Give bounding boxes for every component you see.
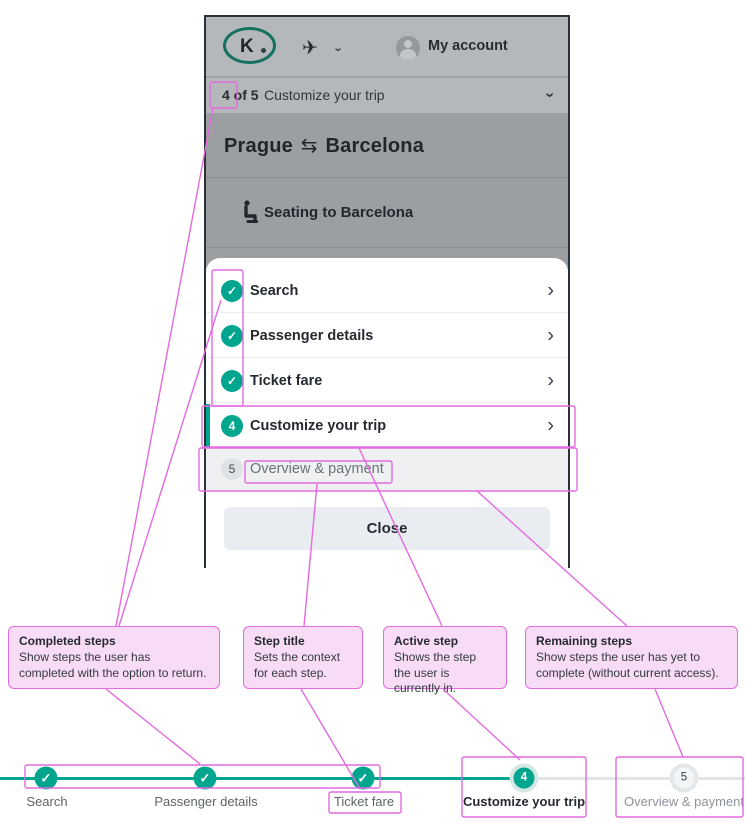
progress-node-search: ✓ (34, 766, 58, 790)
chevron-right-icon: › (547, 279, 554, 301)
callout-active-step: Active step Shows the step the user is c… (383, 626, 507, 695)
swap-arrows-icon: ⇆ (300, 135, 318, 157)
kiwi-logo-letter: K (240, 36, 254, 57)
divider (206, 357, 568, 358)
progress-label: Search (26, 794, 68, 809)
chevron-down-icon[interactable]: › (541, 92, 559, 98)
step-row-overview-payment: 5 Overview & payment (206, 447, 568, 490)
progress-node-overview-payment: 5 (669, 763, 699, 793)
progress-line-completed (0, 777, 524, 780)
phone-mockup: K ✈ › My account 4 of 5 Customize your t… (204, 15, 570, 568)
callout-body: Show steps the user has completed with t… (19, 650, 207, 680)
step-label: Customize your trip (250, 417, 387, 434)
callout-title: Active step (394, 634, 459, 648)
annotation-line (115, 107, 214, 627)
annotation-line (105, 688, 201, 765)
callout-completed-steps: Completed steps Show steps the user has … (8, 626, 220, 689)
annotation-line (442, 688, 521, 761)
callout-step-title: Step title Sets the context for each ste… (243, 626, 363, 689)
progress-label: Passenger details (154, 794, 258, 809)
chevron-right-icon: › (547, 414, 554, 436)
progress-label: Ticket fare (333, 794, 395, 809)
step-label: Passenger details (250, 327, 374, 344)
step-number-badge: 4 (513, 767, 535, 789)
annotation-line (654, 688, 684, 758)
trip-title-section: Prague ⇆ Barcelona (206, 113, 568, 177)
check-icon: ✓ (193, 766, 217, 790)
callout-body: Show steps the user has yet to complete … (536, 650, 719, 680)
divider (206, 312, 568, 313)
step-number-badge: 4 (221, 414, 243, 437)
check-icon: ✓ (34, 766, 58, 790)
steps-bottom-sheet: ✓ Search › ✓ Passenger details › ✓ Ticke… (206, 258, 568, 568)
step-counter: 4 of 5 (222, 87, 259, 103)
plane-icon[interactable]: ✈ (302, 38, 318, 59)
callout-title: Completed steps (19, 634, 116, 648)
progress-label: Customize your trip (462, 794, 586, 809)
progress-node-ticket-fare: ✓ (351, 766, 375, 790)
avatar-icon[interactable] (396, 36, 420, 60)
current-step-title: Customize your trip (264, 87, 385, 103)
close-button[interactable]: Close (224, 507, 550, 550)
progress-node-customize-your-trip: 4 (509, 763, 539, 793)
callout-body: Sets the context for each step. (254, 650, 341, 680)
check-icon: ✓ (351, 766, 375, 790)
step-label: Search (250, 282, 299, 299)
progress-label: Overview & payment (624, 794, 744, 809)
callout-title: Step title (254, 634, 305, 648)
step-number-badge: 5 (221, 457, 243, 480)
chevron-down-icon[interactable]: › (331, 47, 347, 52)
progress-node-passenger-details: ✓ (193, 766, 217, 790)
divider (206, 402, 568, 403)
origin-city: Prague (224, 135, 294, 157)
app-header: K ✈ › My account (206, 17, 568, 77)
seating-card-label: Seating to Barcelona (264, 204, 414, 221)
check-icon: ✓ (221, 324, 243, 347)
chevron-right-icon: › (547, 369, 554, 391)
seating-card[interactable]: Seating to Barcelona (206, 177, 568, 248)
callout-title: Remaining steps (536, 634, 633, 648)
callout-remaining-steps: Remaining steps Show steps the user has … (525, 626, 738, 689)
step-row-ticket-fare[interactable]: ✓ Ticket fare › (206, 358, 568, 403)
step-row-passenger-details[interactable]: ✓ Passenger details › (206, 313, 568, 358)
check-icon: ✓ (221, 369, 243, 392)
check-icon: ✓ (221, 279, 243, 302)
step-row-search[interactable]: ✓ Search › (206, 268, 568, 313)
step-label: Ticket fare (250, 372, 323, 389)
chevron-right-icon: › (547, 324, 554, 346)
step-progress-bar[interactable]: 4 of 5 Customize your trip › (206, 77, 568, 113)
destination-city: Barcelona (325, 135, 425, 157)
callout-body: Shows the step the user is currently in. (394, 650, 477, 695)
kiwi-logo-dot (261, 48, 266, 53)
trip-title: Prague ⇆ Barcelona (224, 133, 424, 158)
kiwi-logo[interactable]: K (223, 27, 276, 64)
step-label: Overview & payment (250, 460, 384, 477)
my-account-button[interactable]: My account (428, 38, 508, 54)
step-row-customize-your-trip[interactable]: 4 Customize your trip › (206, 404, 568, 447)
seat-icon (244, 200, 258, 223)
step-number-badge: 5 (673, 767, 695, 789)
progress-line-remaining (524, 777, 745, 780)
